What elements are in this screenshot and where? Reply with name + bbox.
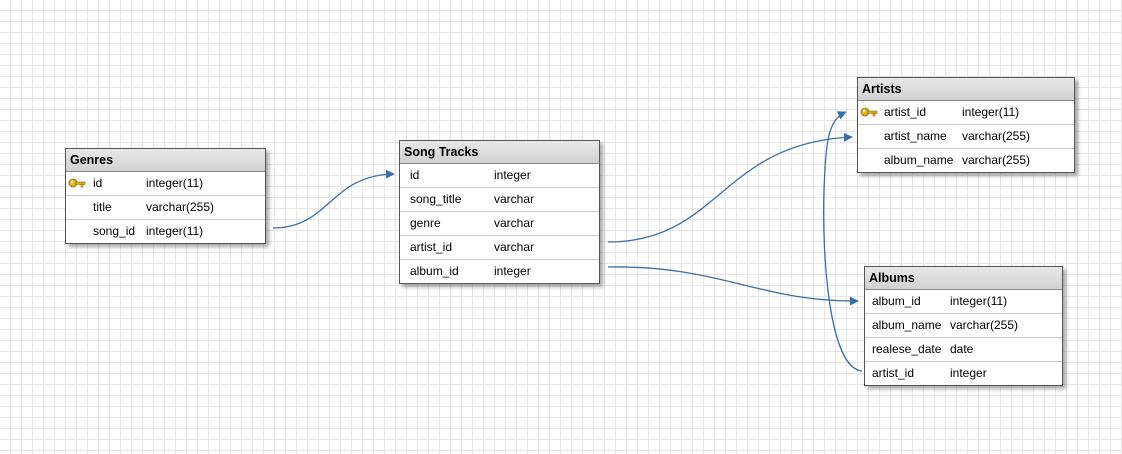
column-name: album_name xyxy=(884,153,954,167)
table-title[interactable]: Albums xyxy=(865,267,1062,290)
key-icon xyxy=(860,105,878,119)
table-row[interactable]: song_title varchar xyxy=(400,188,599,212)
column-type: integer(11) xyxy=(950,294,1008,308)
table-row[interactable]: artist_name varchar(255) xyxy=(858,125,1074,149)
table-row[interactable]: album_name varchar(255) xyxy=(865,314,1062,338)
column-name: realese_date xyxy=(872,342,942,356)
column-type: integer(11) xyxy=(146,176,204,190)
albums-table[interactable]: Albums album_id integer(11) album_name varch… xyxy=(864,266,1063,386)
column-name: genre xyxy=(410,216,441,230)
column-name: id xyxy=(93,176,103,190)
column-name: album_id xyxy=(410,264,459,278)
table-row[interactable]: artist_id varchar xyxy=(400,236,599,260)
column-name: artist_id xyxy=(410,240,453,254)
table-row[interactable]: id integer xyxy=(400,164,599,188)
column-type: varchar xyxy=(494,192,535,206)
genres-table[interactable]: Genres id integer(11) title varchar(255) song… xyxy=(65,148,266,244)
column-name: title xyxy=(93,200,112,214)
connector-genres-songtracks[interactable] xyxy=(272,169,395,229)
key-icon xyxy=(68,176,86,190)
column-type: varchar xyxy=(494,240,535,254)
column-type: varchar xyxy=(494,216,535,230)
column-type: date xyxy=(950,342,974,356)
column-type: integer xyxy=(494,264,531,278)
table-row[interactable]: title varchar(255) xyxy=(66,196,265,220)
table-row[interactable]: song_id integer(11) xyxy=(66,220,265,243)
table-title[interactable]: Genres xyxy=(66,149,265,172)
column-type: integer(11) xyxy=(146,224,204,238)
column-name: artist_id xyxy=(884,105,927,119)
table-title[interactable]: Song Tracks xyxy=(400,141,599,164)
column-type: varchar(255) xyxy=(962,129,1031,143)
table-row[interactable]: id integer(11) xyxy=(66,172,265,196)
table-row[interactable]: album_id integer(11) xyxy=(865,290,1062,314)
column-name: artist_name xyxy=(884,129,947,143)
column-name: song_title xyxy=(410,192,462,206)
column-name: id xyxy=(410,168,420,182)
connector-songtracks-artists[interactable] xyxy=(607,132,853,243)
connector-songtracks-albums[interactable] xyxy=(607,266,859,306)
table-row[interactable]: artist_id integer xyxy=(865,362,1062,385)
table-row[interactable]: album_id integer xyxy=(400,260,599,283)
column-name: song_id xyxy=(93,224,136,238)
column-type: integer(11) xyxy=(962,105,1020,119)
column-type: integer xyxy=(950,366,987,380)
table-row[interactable]: artist_id integer(11) xyxy=(858,101,1074,125)
table-title[interactable]: Artists xyxy=(858,78,1074,101)
column-name: album_name xyxy=(872,318,942,332)
table-row[interactable]: realese_date date xyxy=(865,338,1062,362)
column-type: varchar(255) xyxy=(950,318,1019,332)
column-name: artist_id xyxy=(872,366,915,380)
column-type: integer xyxy=(494,168,531,182)
table-row[interactable]: genre varchar xyxy=(400,212,599,236)
connector-albums-artists[interactable] xyxy=(823,111,863,372)
table-row[interactable]: album_name varchar(255) xyxy=(858,149,1074,172)
column-type: varchar(255) xyxy=(146,200,215,214)
column-type: varchar(255) xyxy=(962,153,1031,167)
column-name: album_id xyxy=(872,294,921,308)
